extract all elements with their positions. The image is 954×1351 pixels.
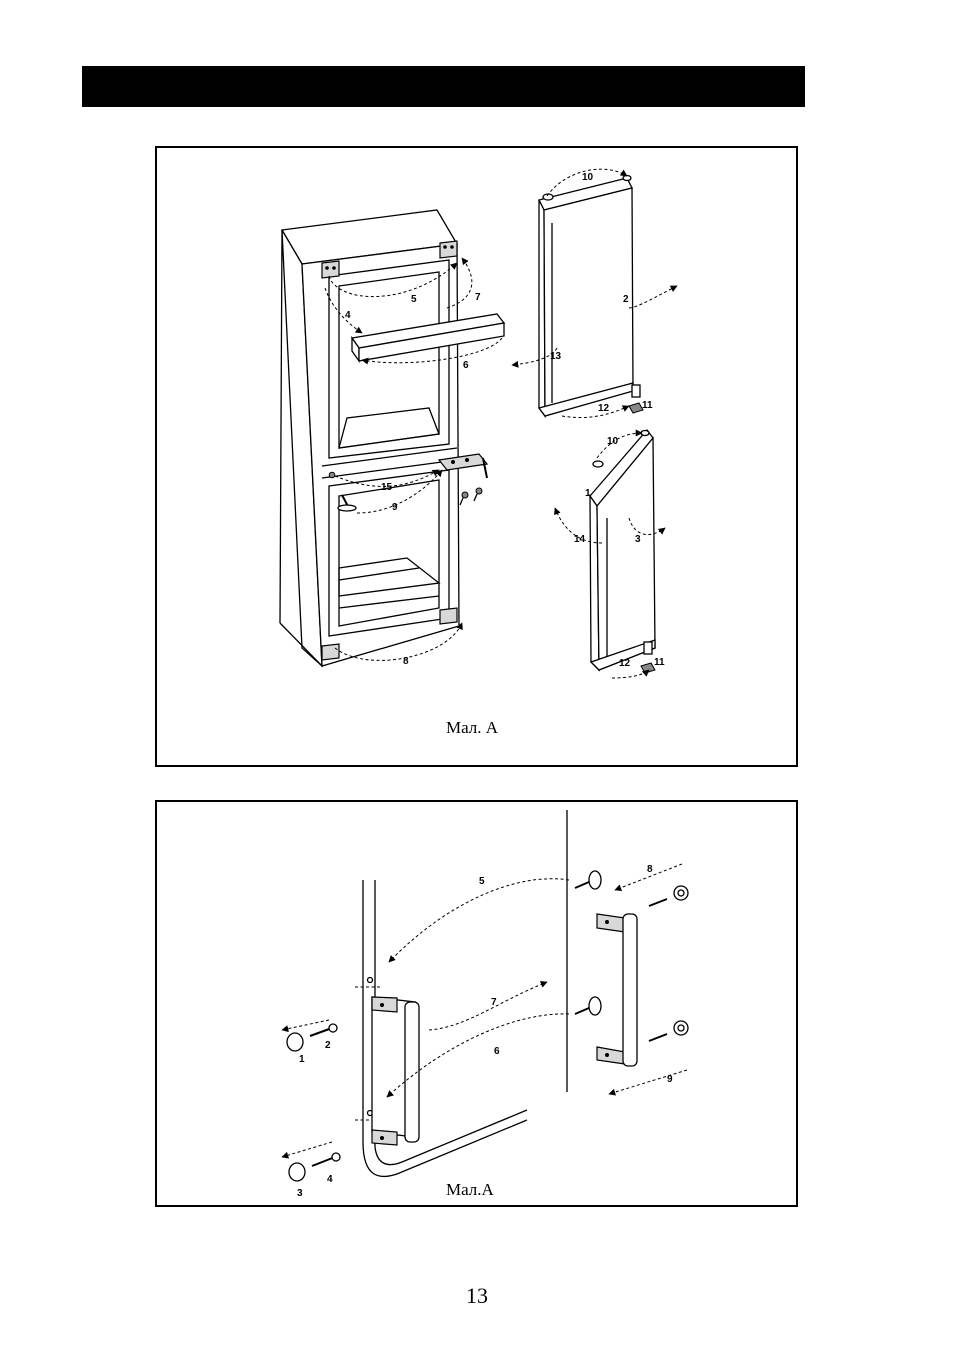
label-8: 8 <box>403 656 409 667</box>
handle-reversal-diagram: 1 2 3 4 5 6 7 8 9 <box>157 802 800 1209</box>
label-2: 2 <box>623 294 629 305</box>
figure-panel-bottom: 1 2 3 4 5 6 7 8 9 Мал.А <box>155 800 798 1207</box>
figure-caption-bottom: Мал.А <box>446 1180 494 1200</box>
label-7: 7 <box>475 292 481 303</box>
fridge-cabinet <box>280 210 487 666</box>
pins <box>575 871 601 1015</box>
label-12-lower: 12 <box>619 658 631 669</box>
label-b-6: 6 <box>494 1046 500 1057</box>
label-13: 13 <box>550 351 562 362</box>
label-9: 9 <box>392 502 398 513</box>
label-b-8: 8 <box>647 864 653 875</box>
label-b-2: 2 <box>325 1040 331 1051</box>
handle-left <box>372 997 419 1145</box>
label-b-9: 9 <box>667 1074 673 1085</box>
label-1: 1 <box>585 488 591 499</box>
label-11-lower: 11 <box>654 657 665 668</box>
figure-caption-top: Мал. А <box>446 718 498 738</box>
handle-right <box>597 914 637 1066</box>
caps-and-screws-left <box>287 1024 340 1181</box>
label-10-upper: 10 <box>582 172 594 183</box>
label-b-1: 1 <box>299 1054 305 1065</box>
header-bar <box>82 66 805 107</box>
label-15: 15 <box>381 482 393 493</box>
label-11-upper: 11 <box>642 400 653 411</box>
part-labels-bottom: 1 2 3 4 5 6 7 8 9 <box>297 864 673 1199</box>
label-b-5: 5 <box>479 876 485 887</box>
label-b-7: 7 <box>491 997 497 1008</box>
label-4: 4 <box>345 310 351 321</box>
screws-and-washers-right <box>649 886 688 1041</box>
fridge-door-reversal-diagram: 1 2 3 4 5 6 7 8 9 10 10 11 11 12 12 13 1… <box>157 148 800 769</box>
label-3: 3 <box>635 534 641 545</box>
label-b-4: 4 <box>327 1174 333 1185</box>
label-5: 5 <box>411 294 417 305</box>
label-14: 14 <box>574 534 586 545</box>
page-number: 13 <box>466 1283 488 1309</box>
label-12-upper: 12 <box>598 403 610 414</box>
label-b-3: 3 <box>297 1188 303 1199</box>
figure-panel-top: 1 2 3 4 5 6 7 8 9 10 10 11 11 12 12 13 1… <box>155 146 798 767</box>
lower-door <box>590 430 655 673</box>
label-10-lower: 10 <box>607 436 619 447</box>
label-6: 6 <box>463 360 469 371</box>
